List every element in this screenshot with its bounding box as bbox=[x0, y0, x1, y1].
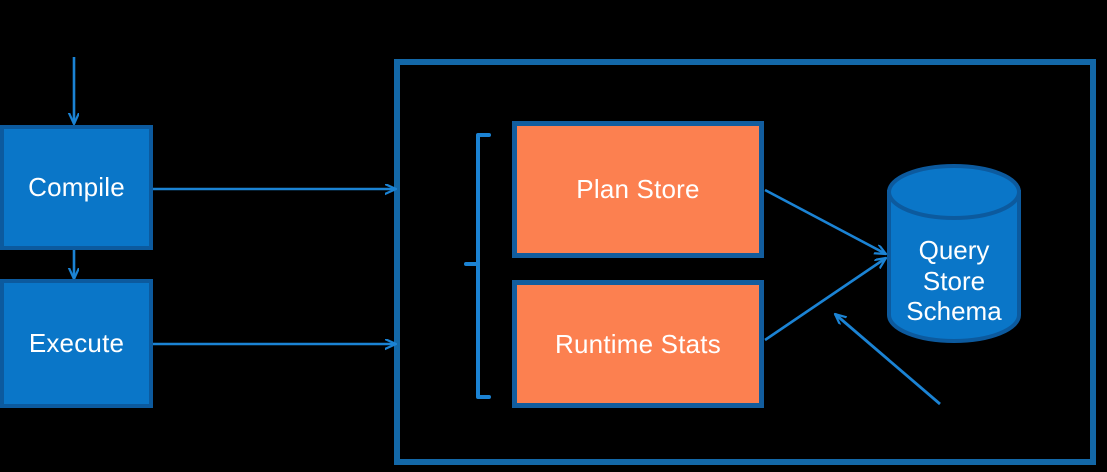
grouping-bracket bbox=[464, 133, 491, 399]
arrow-plan-store-to-schema bbox=[764, 188, 886, 256]
runtime-stats-label: Runtime Stats bbox=[555, 328, 721, 359]
query-store-container-outline bbox=[394, 59, 1096, 465]
execute-box[interactable]: Execute bbox=[0, 279, 153, 408]
arrow-runtime-stats-to-schema bbox=[764, 258, 886, 342]
query-store-schema-cylinder bbox=[887, 164, 1021, 343]
compile-box[interactable]: Compile bbox=[0, 125, 153, 250]
execute-label: Execute bbox=[28, 328, 125, 358]
plan-store-label: Plan Store bbox=[576, 174, 700, 204]
compile-label: Compile bbox=[28, 172, 125, 202]
runtime-stats-box[interactable]: Runtime Stats bbox=[512, 280, 764, 408]
plan-store-box[interactable]: Plan Store bbox=[512, 121, 764, 258]
arrow-external-to-schema bbox=[835, 314, 941, 406]
